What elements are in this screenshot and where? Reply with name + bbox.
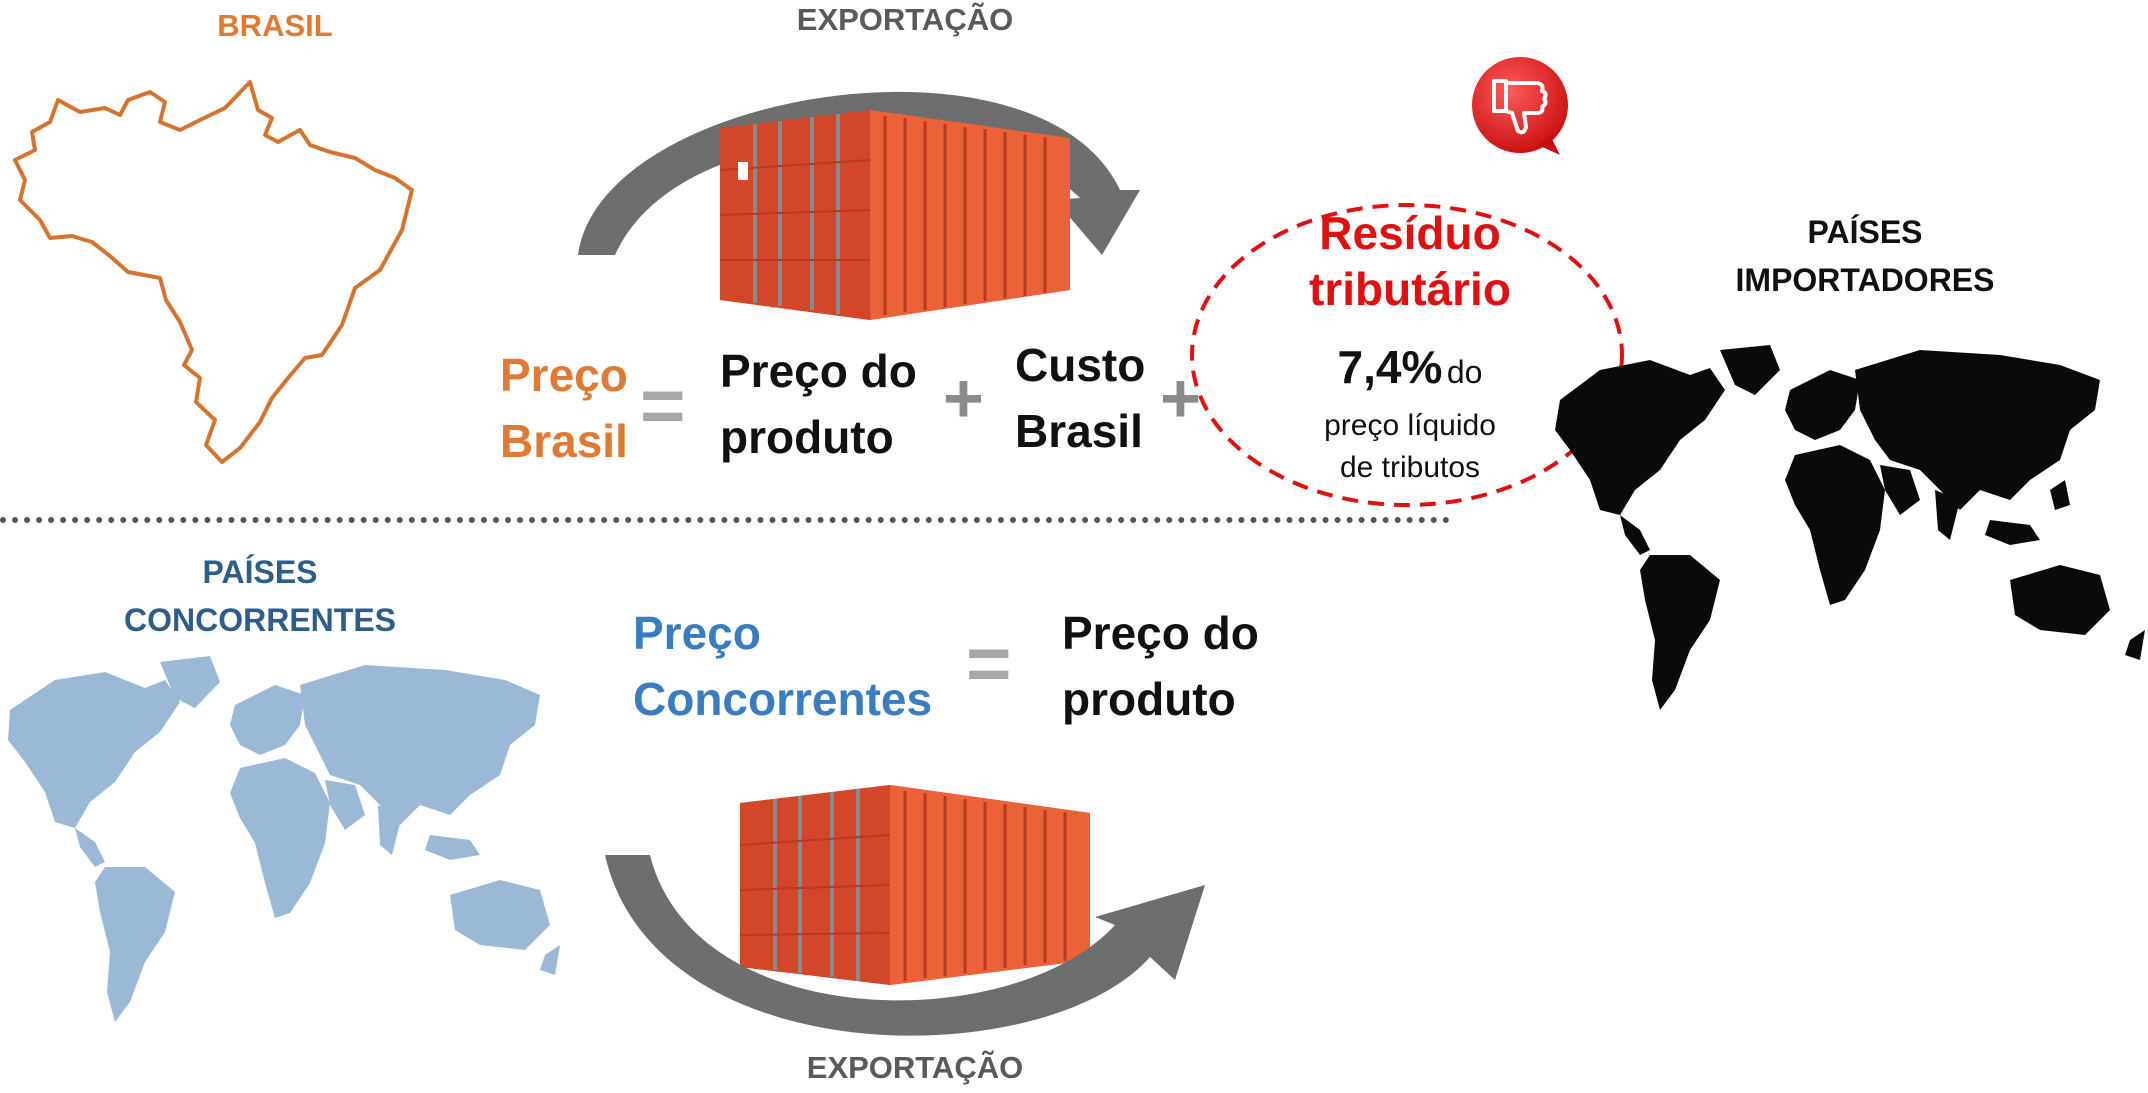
- cost-brasil: Custo Brasil: [1015, 332, 1145, 464]
- competitors-label-line2: CONCORRENTES: [123, 602, 396, 638]
- price-brasil-line1: Preço: [500, 349, 628, 401]
- brazil-map-outline: [13, 80, 414, 464]
- residue-value: 7,4%: [1337, 341, 1443, 393]
- residue-value-row: 7,4% do: [1250, 340, 1570, 394]
- importers-label-line2: IMPORTADORES: [1735, 262, 1995, 298]
- competitors-label-line1: PAÍSES: [202, 554, 318, 590]
- residue-title-line2: tributário: [1309, 263, 1511, 315]
- residue-dashed-ellipse: [1190, 203, 1624, 507]
- world-map-competitors: [8, 656, 560, 1022]
- plus-sign-1: +: [943, 359, 984, 437]
- section-divider: [0, 517, 1450, 523]
- world-map-importers: [1555, 345, 2145, 710]
- equals-sign-top: =: [640, 361, 686, 449]
- shipping-container-top: [720, 110, 1070, 325]
- shipping-container-bottom: [740, 785, 1090, 990]
- importers-label-line1: PAÍSES: [1807, 214, 1923, 250]
- product-price-bottom: Preço do produto: [1062, 600, 1259, 732]
- residue-desc-line1: preço líquido: [1324, 409, 1496, 442]
- competitors-label: PAÍSES CONCORRENTES: [100, 548, 420, 644]
- product-price-bottom-line2: produto: [1062, 673, 1236, 725]
- cost-brasil-line2: Brasil: [1015, 405, 1143, 457]
- export-label-top: EXPORTAÇÃO: [796, 2, 1014, 37]
- product-price-top-line1: Preço do: [720, 345, 917, 397]
- equals-sign-bottom: =: [966, 619, 1012, 707]
- cost-brasil-line1: Custo: [1015, 339, 1146, 391]
- product-price-top-line2: produto: [720, 411, 894, 463]
- product-price-top: Preço do produto: [720, 338, 917, 470]
- product-price-bottom-line1: Preço do: [1062, 607, 1259, 659]
- thumbs-down-icon: [1468, 55, 1578, 165]
- residue-title-line1: Resíduo: [1319, 207, 1501, 259]
- residue-desc-line2: de tributos: [1339, 451, 1481, 484]
- price-competitors-line1: Preço: [633, 607, 761, 659]
- export-arrow-bottom: [605, 855, 1205, 1036]
- export-label-bottom: EXPORTAÇÃO: [806, 1050, 1024, 1085]
- price-competitors-label: Preço Concorrentes: [633, 600, 932, 732]
- residue-description: preço líquido de tributos: [1250, 405, 1570, 489]
- price-brasil-line2: Brasil: [500, 415, 628, 467]
- residue-value-suffix: do: [1446, 354, 1483, 390]
- brasil-label: BRASIL: [217, 8, 333, 43]
- price-competitors-line2: Concorrentes: [633, 673, 933, 725]
- residue-title: Resíduo tributário: [1250, 205, 1570, 317]
- price-brasil-label: Preço Brasil: [500, 342, 628, 474]
- importers-label: PAÍSES IMPORTADORES: [1700, 208, 2030, 304]
